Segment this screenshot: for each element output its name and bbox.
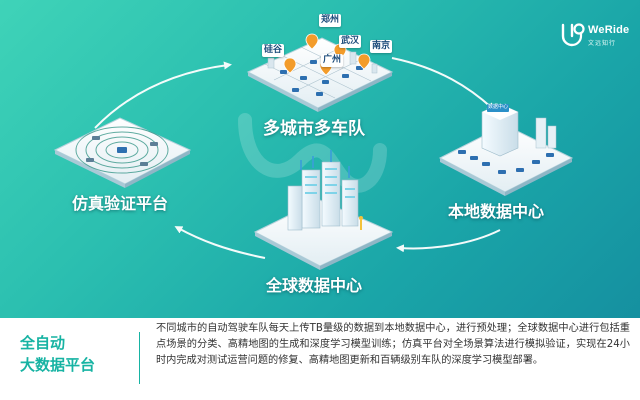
- footer-title-line2: 大数据平台: [20, 356, 96, 374]
- weride-logo: WeRide 文远知行: [560, 20, 630, 50]
- brand-name: WeRide: [588, 24, 630, 36]
- watermark-logo: [238, 113, 387, 193]
- local-datacenter-illustration: [438, 103, 574, 196]
- node-label-fleet: 多城市多车队: [263, 119, 365, 139]
- footer-title-line1: 全自动: [20, 334, 66, 352]
- node-label-global-datacenter: 全球数据中心: [266, 276, 363, 295]
- data-loop-diagram: [53, 33, 574, 270]
- footer-panel: 全自动 大数据平台 不同城市的自动驾驶车队每天上传TB量级的数据到本地数据中心，…: [0, 318, 640, 400]
- arrow-fleet-to-local: [391, 57, 495, 111]
- city-tag-guangzhou: 广州: [321, 54, 344, 67]
- footer-title: 全自动 大数据平台: [20, 332, 130, 376]
- simulation-platform-illustration: [53, 117, 192, 188]
- city-tag-wuhan: 武汉: [339, 35, 362, 48]
- cycle-arrows: [94, 57, 501, 259]
- footer-divider: [139, 332, 140, 384]
- arrow-sim-to-fleet: [94, 61, 232, 129]
- footer-description: 不同城市的自动驾驶车队每天上传TB量级的数据到本地数据中心，进行预处理；全球数据…: [156, 323, 630, 366]
- city-tag-zhengzhou: 郑州: [319, 14, 342, 27]
- city-tag-nanjing: 南京: [370, 40, 393, 53]
- building-sign: 数据中心: [487, 104, 508, 110]
- weride-logo-icon: [561, 23, 585, 47]
- arrow-global-to-sim: [174, 226, 266, 259]
- fleet-platform-illustration: [246, 33, 394, 112]
- arrow-local-to-global: [396, 229, 501, 253]
- node-label-local-datacenter: 本地数据中心: [448, 202, 545, 221]
- node-label-simulation: 仿真验证平台: [72, 194, 169, 213]
- brand-subtitle: 文远知行: [588, 40, 617, 47]
- global-datacenter-illustration: [253, 150, 394, 270]
- city-tag-silicon-valley: 硅谷: [262, 44, 285, 57]
- diagram-canvas: 郑州 武汉 硅谷 南京 广州 数据中心 多城市多车队 本地数据中心 全球数据中心…: [0, 0, 640, 318]
